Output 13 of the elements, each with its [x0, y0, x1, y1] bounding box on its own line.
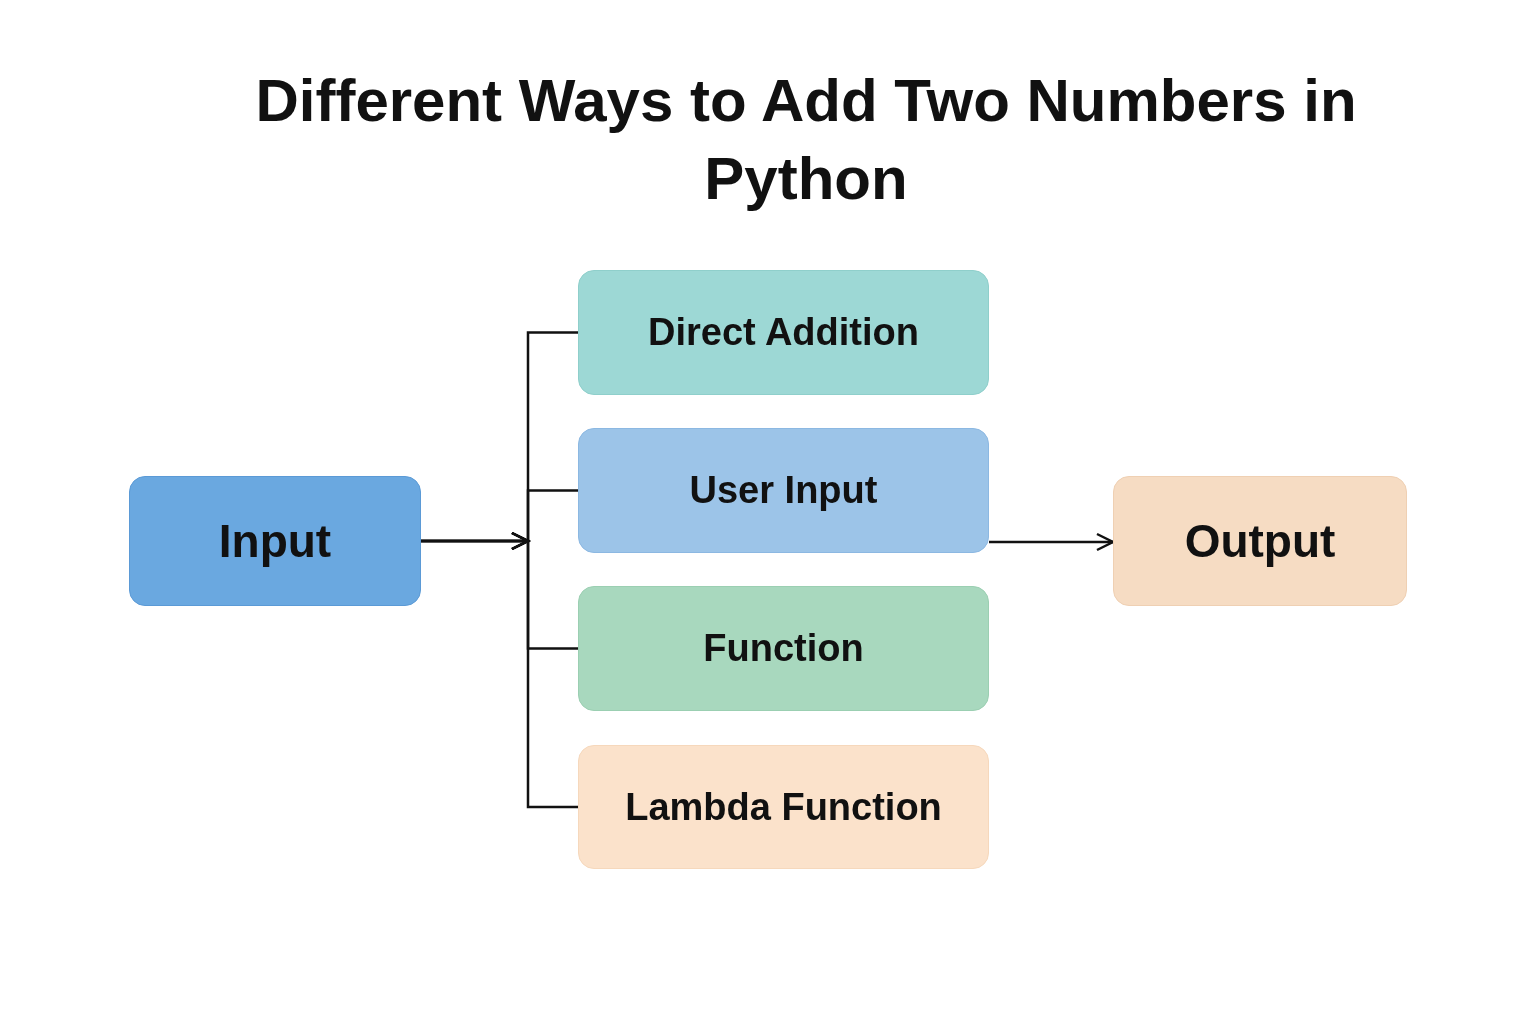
process-box [578, 586, 989, 711]
node-label: Function [703, 627, 864, 670]
process-box [129, 476, 421, 606]
diagram-title: Different Ways to Add Two Numbers in Python [254, 66, 1358, 214]
node-label: Direct Addition [648, 311, 919, 354]
node-label: Output [1184, 514, 1336, 568]
process-box [578, 428, 989, 553]
node-label: User Input [689, 469, 878, 512]
node-label: Input [218, 514, 332, 568]
process-box [1113, 476, 1407, 606]
process-box [578, 270, 989, 395]
process-box [578, 745, 989, 869]
node-label: Lambda Function [625, 785, 942, 829]
